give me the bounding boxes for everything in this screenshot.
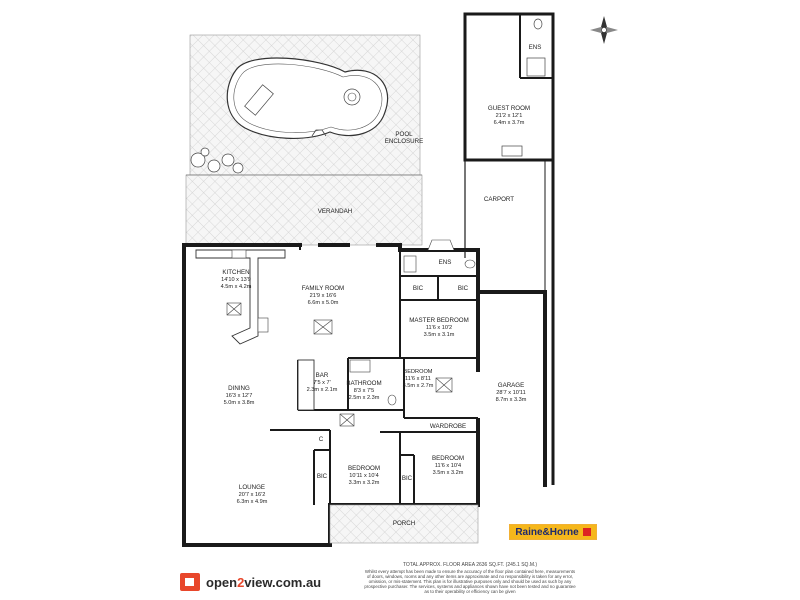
svg-text:11'6 x 10'4: 11'6 x 10'4: [435, 463, 461, 469]
label-bedroom-mid: BEDROOM 10'11 x 10'4 3.3m x 3.2m: [348, 465, 380, 486]
label-bic-1: BIC: [413, 285, 424, 292]
svg-text:prospective purchaser. The ser: prospective purchaser. The services, sys…: [364, 584, 576, 589]
label-ens-guest: ENS: [529, 44, 542, 51]
svg-text:3.5m x 3.2m: 3.5m x 3.2m: [433, 470, 464, 476]
svg-text:BEDROOM: BEDROOM: [348, 465, 380, 472]
label-bic-3: BIC: [317, 473, 328, 480]
pool-spa: [343, 88, 361, 106]
label-porch: PORCH: [393, 520, 415, 527]
label-bathroom: BATHROOM 8'3 x 7'5 2.5m x 2.3m: [346, 380, 381, 401]
label-wardrobe: WARDROBE: [430, 423, 466, 430]
label-bic-2: BIC: [458, 285, 469, 292]
label-bedroom-small: BEDROOM 11'6 x 8'11 3.5m x 2.7m: [403, 369, 434, 389]
label-guest-room: GUEST ROOM 21'2 x 12'1 6.4m x 3.7m: [488, 105, 530, 126]
svg-text:20'7 x 16'2: 20'7 x 16'2: [239, 492, 266, 498]
verandah-area: [185, 174, 423, 246]
pool: [226, 57, 389, 139]
raine-horne-mark-icon: [582, 528, 591, 536]
svg-text:KITCHEN: KITCHEN: [222, 269, 249, 276]
svg-text:LOUNGE: LOUNGE: [239, 484, 265, 491]
kitchen-counter: [195, 249, 286, 345]
raine-horne-logo: Raine&Horne: [509, 524, 597, 540]
svg-text:BAR: BAR: [316, 372, 329, 379]
svg-text:14'10 x 13'9: 14'10 x 13'9: [221, 277, 251, 283]
label-garage: GARAGE 28'7 x 10'11 8.7m x 3.3m: [496, 382, 527, 403]
label-dining: DINING 16'3 x 12'7 5.0m x 3.8m: [224, 385, 255, 406]
label-family-room: FAMILY ROOM 21'9 x 16'6 6.6m x 5.0m: [302, 285, 344, 306]
svg-text:2.3m x 2.1m: 2.3m x 2.1m: [307, 387, 338, 393]
label-lounge: LOUNGE 20'7 x 16'2 6.3m x 4.9m: [237, 484, 268, 505]
svg-text:of doors, windows, rooms and a: of doors, windows, rooms and any other i…: [367, 574, 573, 579]
svg-text:POOL: POOL: [395, 131, 413, 138]
svg-text:21'9 x 16'6: 21'9 x 16'6: [310, 293, 337, 299]
label-pool-enclosure: POOL ENCLOSURE: [385, 131, 424, 145]
svg-text:11'6 x 10'2: 11'6 x 10'2: [426, 325, 452, 331]
svg-text:3.3m x 3.2m: 3.3m x 3.2m: [349, 480, 380, 486]
floor-area-disclaimer: TOTAL APPROX. FLOOR AREA 2636 SQ.FT. (24…: [364, 562, 576, 594]
guest-building: [463, 12, 555, 162]
svg-text:BEDROOM: BEDROOM: [432, 455, 464, 462]
svg-text:2.5m x 2.3m: 2.5m x 2.3m: [349, 395, 380, 401]
pool-lounger: [244, 84, 274, 116]
svg-text:ENS: ENS: [529, 44, 542, 51]
svg-text:5.0m x 3.8m: 5.0m x 3.8m: [224, 400, 255, 406]
svg-text:ENCLOSURE: ENCLOSURE: [385, 138, 424, 145]
svg-text:TOTAL APPROX. FLOOR AREA 2636: TOTAL APPROX. FLOOR AREA 2636 SQ.FT. (24…: [403, 562, 537, 568]
svg-text:as to their operability or eff: as to their operability or efficiency ca…: [424, 589, 516, 594]
shrubs: [190, 147, 244, 174]
svg-text:10'11 x 10'4: 10'11 x 10'4: [349, 473, 378, 479]
svg-text:3.5m x 3.1m: 3.5m x 3.1m: [424, 332, 455, 338]
svg-text:6.4m x 3.7m: 6.4m x 3.7m: [494, 120, 525, 126]
svg-text:Whilst every attempt has been: Whilst every attempt has been made to en…: [365, 569, 576, 574]
svg-text:8.7m x 3.3m: 8.7m x 3.3m: [496, 397, 527, 403]
porch-area: [329, 504, 479, 544]
svg-text:11'6 x 8'11: 11'6 x 8'11: [405, 376, 431, 382]
svg-text:MASTER BEDROOM: MASTER BEDROOM: [409, 317, 468, 324]
svg-text:7'5 x 7': 7'5 x 7': [313, 380, 330, 386]
svg-text:16'3 x 12'7: 16'3 x 12'7: [226, 393, 253, 399]
svg-text:21'2 x 12'1: 21'2 x 12'1: [496, 113, 523, 119]
svg-text:3.5m x 2.7m: 3.5m x 2.7m: [403, 383, 434, 389]
label-carport: CARPORT: [484, 196, 514, 203]
open2view-text: open2view.com.au: [206, 574, 322, 590]
open2view-logo: open2view.com.au: [180, 572, 321, 592]
svg-text:BATHROOM: BATHROOM: [346, 380, 381, 387]
svg-text:omission, or mis-statement. Th: omission, or mis-statement. This plan is…: [369, 579, 573, 584]
label-verandah: VERANDAH: [318, 208, 352, 215]
svg-text:FAMILY ROOM: FAMILY ROOM: [302, 285, 344, 292]
svg-text:6.6m x 5.0m: 6.6m x 5.0m: [308, 300, 339, 306]
svg-text:28'7 x 10'11: 28'7 x 10'11: [496, 390, 525, 396]
bar-counter: [297, 359, 315, 411]
house-icon: [180, 573, 200, 591]
label-master-bedroom: MASTER BEDROOM 11'6 x 10'2 3.5m x 3.1m: [409, 317, 468, 338]
label-bedroom-right: BEDROOM 11'6 x 10'4 3.5m x 3.2m: [432, 455, 464, 476]
label-bar: BAR 7'5 x 7' 2.3m x 2.1m: [307, 372, 338, 393]
svg-text:DINING: DINING: [228, 385, 250, 392]
svg-text:4.5m x 4.2m: 4.5m x 4.2m: [221, 284, 252, 290]
svg-text:GUEST ROOM: GUEST ROOM: [488, 105, 530, 112]
label-linen: C: [319, 436, 324, 443]
svg-text:GARAGE: GARAGE: [498, 382, 524, 389]
label-kitchen: KITCHEN 14'10 x 13'9 4.5m x 4.2m: [221, 269, 252, 290]
svg-text:BEDROOM: BEDROOM: [404, 369, 433, 375]
compass-icon: [590, 16, 618, 44]
svg-text:8'3 x 7'5: 8'3 x 7'5: [354, 388, 375, 394]
svg-text:6.3m x 4.9m: 6.3m x 4.9m: [237, 499, 268, 505]
label-ens-master: ENS: [439, 259, 452, 266]
label-bic-4: BIC: [402, 475, 413, 482]
